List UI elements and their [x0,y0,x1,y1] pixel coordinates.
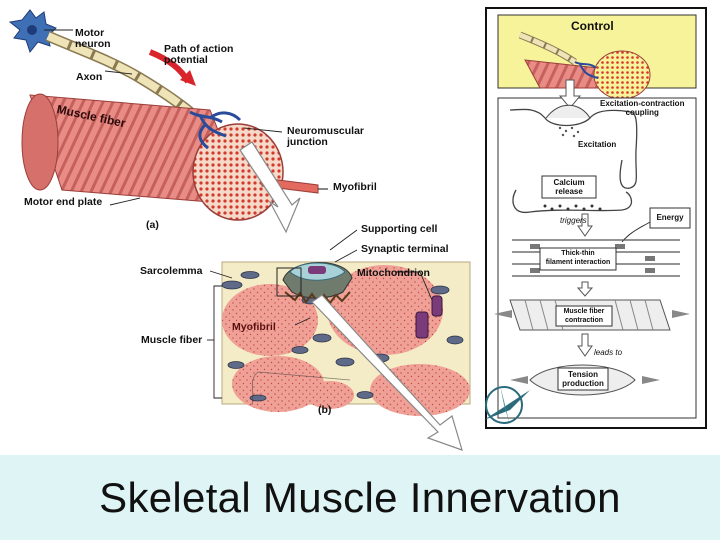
label-neuromuscular-junction: Neuromuscular junction [287,126,364,148]
label-muscle-fiber-b: Muscle fiber [141,335,202,346]
label-supporting-cell: Supporting cell [361,224,437,235]
title-bar: Skeletal Muscle Innervation [0,455,720,540]
label-mitochondrion: Mitochondrion [357,268,430,279]
flow-label-triggers: triggers [560,216,587,225]
flow-label-energy: Energy [652,213,688,222]
label-sarcolemma: Sarcolemma [140,266,202,277]
label-motor-end-plate: Motor end plate [24,197,102,208]
flow-label-excitation-contraction-coupling: Excitation-contraction coupling [600,99,684,117]
figure-illustration [0,0,720,455]
flow-label-muscle-fiber-contraction: Muscle fiber contraction [558,308,610,325]
label-axon: Axon [76,72,102,83]
flow-label-thick-thin-filament-interaction: Thick-thin filament interaction [536,250,620,267]
label-motor-neuron: Motor neuron [75,28,111,50]
motor-neuron [10,10,56,52]
flow-label-excitation: Excitation [578,140,616,149]
panel-label-a: (a) [146,220,159,231]
slide-title: Skeletal Muscle Innervation [99,474,621,522]
flow-label-leads-to: leads to [594,348,622,357]
label-path-of-action-potential: Path of action potential [164,44,233,66]
panel-label-b: (b) [318,405,331,416]
label-myofibril-a: Myofibril [333,182,377,193]
label-myofibril-b: Myofibril [232,322,276,333]
flow-label-control: Control [571,21,614,32]
label-synaptic-terminal: Synaptic terminal [361,244,449,255]
flow-label-calcium-release: Calcium release [546,178,592,196]
flow-label-tension-production: Tension production [559,370,607,388]
